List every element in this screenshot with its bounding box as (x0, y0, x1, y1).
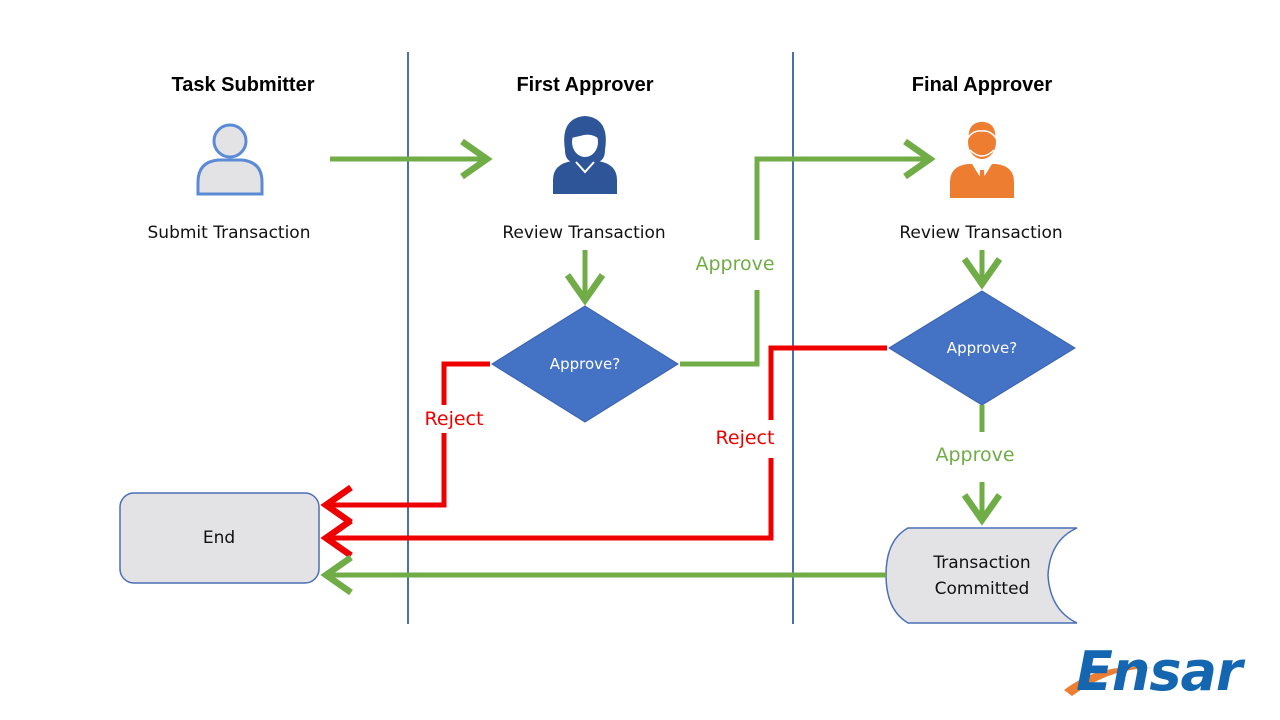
arrow-first-reject-upper (441, 361, 490, 405)
decision-final-label: Approve? (946, 339, 1018, 357)
brand-logo: Ensar (1076, 640, 1243, 703)
arrow-first-approve-to-final (680, 290, 760, 367)
brand-swoosh-icon (1064, 666, 1152, 696)
transaction-committed-label: Transaction Committed (933, 550, 1030, 602)
flow-label-approve-final: Approve (935, 444, 1015, 466)
arrow-final-reject-to-end (326, 458, 774, 538)
submitter-person-icon (196, 123, 264, 196)
flow-label-approve-first: Approve (695, 253, 775, 275)
final-approver-man-icon (950, 120, 1014, 198)
arrow-final-reject-upper (768, 345, 887, 420)
arrow-first-reject-to-end (326, 433, 447, 505)
first-approver-woman-icon (553, 116, 617, 194)
lane-title-first-approver: First Approver (516, 74, 654, 96)
step-submit-transaction: Submit Transaction (147, 223, 311, 243)
arrow-first-approve-to-final-upper (754, 159, 930, 240)
step-review-transaction-final: Review Transaction (899, 223, 1063, 243)
transaction-committed-line2: Committed (934, 579, 1030, 599)
transaction-committed-line1: Transaction (933, 553, 1031, 573)
transaction-committed-storage (885, 527, 1078, 624)
flow-label-reject-final: Reject (715, 427, 775, 449)
flow-label-reject-first: Reject (424, 408, 484, 430)
decision-first-label: Approve? (549, 355, 621, 373)
decision-first-approve (491, 305, 679, 423)
lane-title-task-submitter: Task Submitter (171, 74, 315, 96)
end-terminal (119, 492, 320, 584)
end-terminal-label: End (202, 528, 236, 548)
lane-title-final-approver: Final Approver (911, 74, 1053, 96)
step-review-transaction-first: Review Transaction (502, 223, 666, 243)
